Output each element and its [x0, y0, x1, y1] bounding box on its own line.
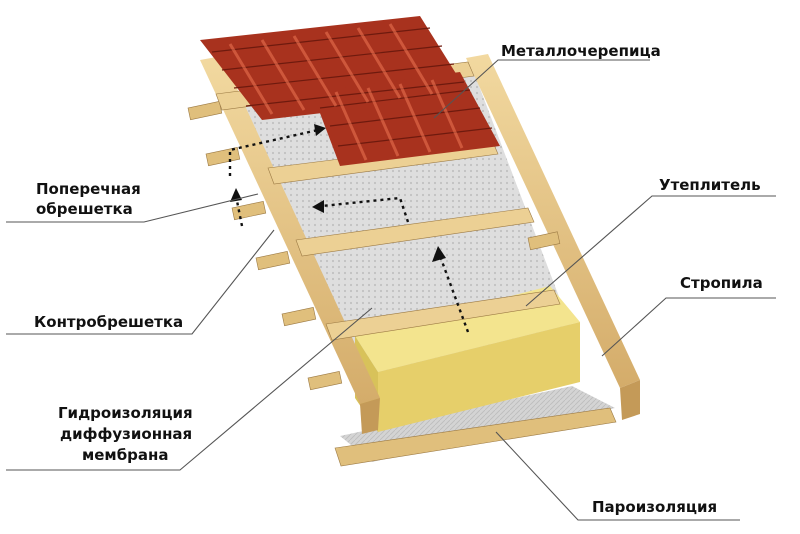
label-cross-batten-line1: Поперечная	[36, 180, 141, 198]
counter-batten-stubs	[187, 100, 561, 391]
label-insulation: Утеплитель	[659, 176, 761, 194]
rafter-right	[466, 54, 640, 420]
leader-vapor	[495, 431, 740, 521]
leader-membrane	[6, 307, 373, 471]
label-membrane-line2: диффузионная	[60, 425, 193, 443]
leader-insulation	[525, 195, 776, 307]
metal-tile-sheet	[200, 16, 500, 166]
leader-cross-batten	[6, 193, 259, 223]
label-rafters: Стропила	[680, 274, 763, 292]
leader-rafters	[601, 297, 776, 357]
label-counter-batten: Контробрешетка	[34, 313, 184, 331]
bottom-plank	[334, 407, 617, 467]
airflow-arrows	[228, 128, 470, 333]
label-cross-batten-line2: обрешетка	[36, 200, 133, 218]
label-metal-tile: Металлочерепица	[501, 42, 661, 60]
rafter-left	[200, 56, 380, 434]
label-membrane-line3: мембрана	[82, 446, 169, 464]
leader-counter-batten	[6, 229, 275, 335]
leader-metal-tile	[433, 59, 650, 119]
airflow-arrow-top	[228, 128, 319, 176]
airflow-arrow-mid	[321, 196, 410, 223]
label-vapor-barrier: Пароизоляция	[592, 498, 718, 516]
airflow-arrow-left	[234, 195, 244, 227]
leader-lines	[6, 59, 776, 521]
label-membrane-line1: Гидроизоляция	[58, 404, 193, 422]
